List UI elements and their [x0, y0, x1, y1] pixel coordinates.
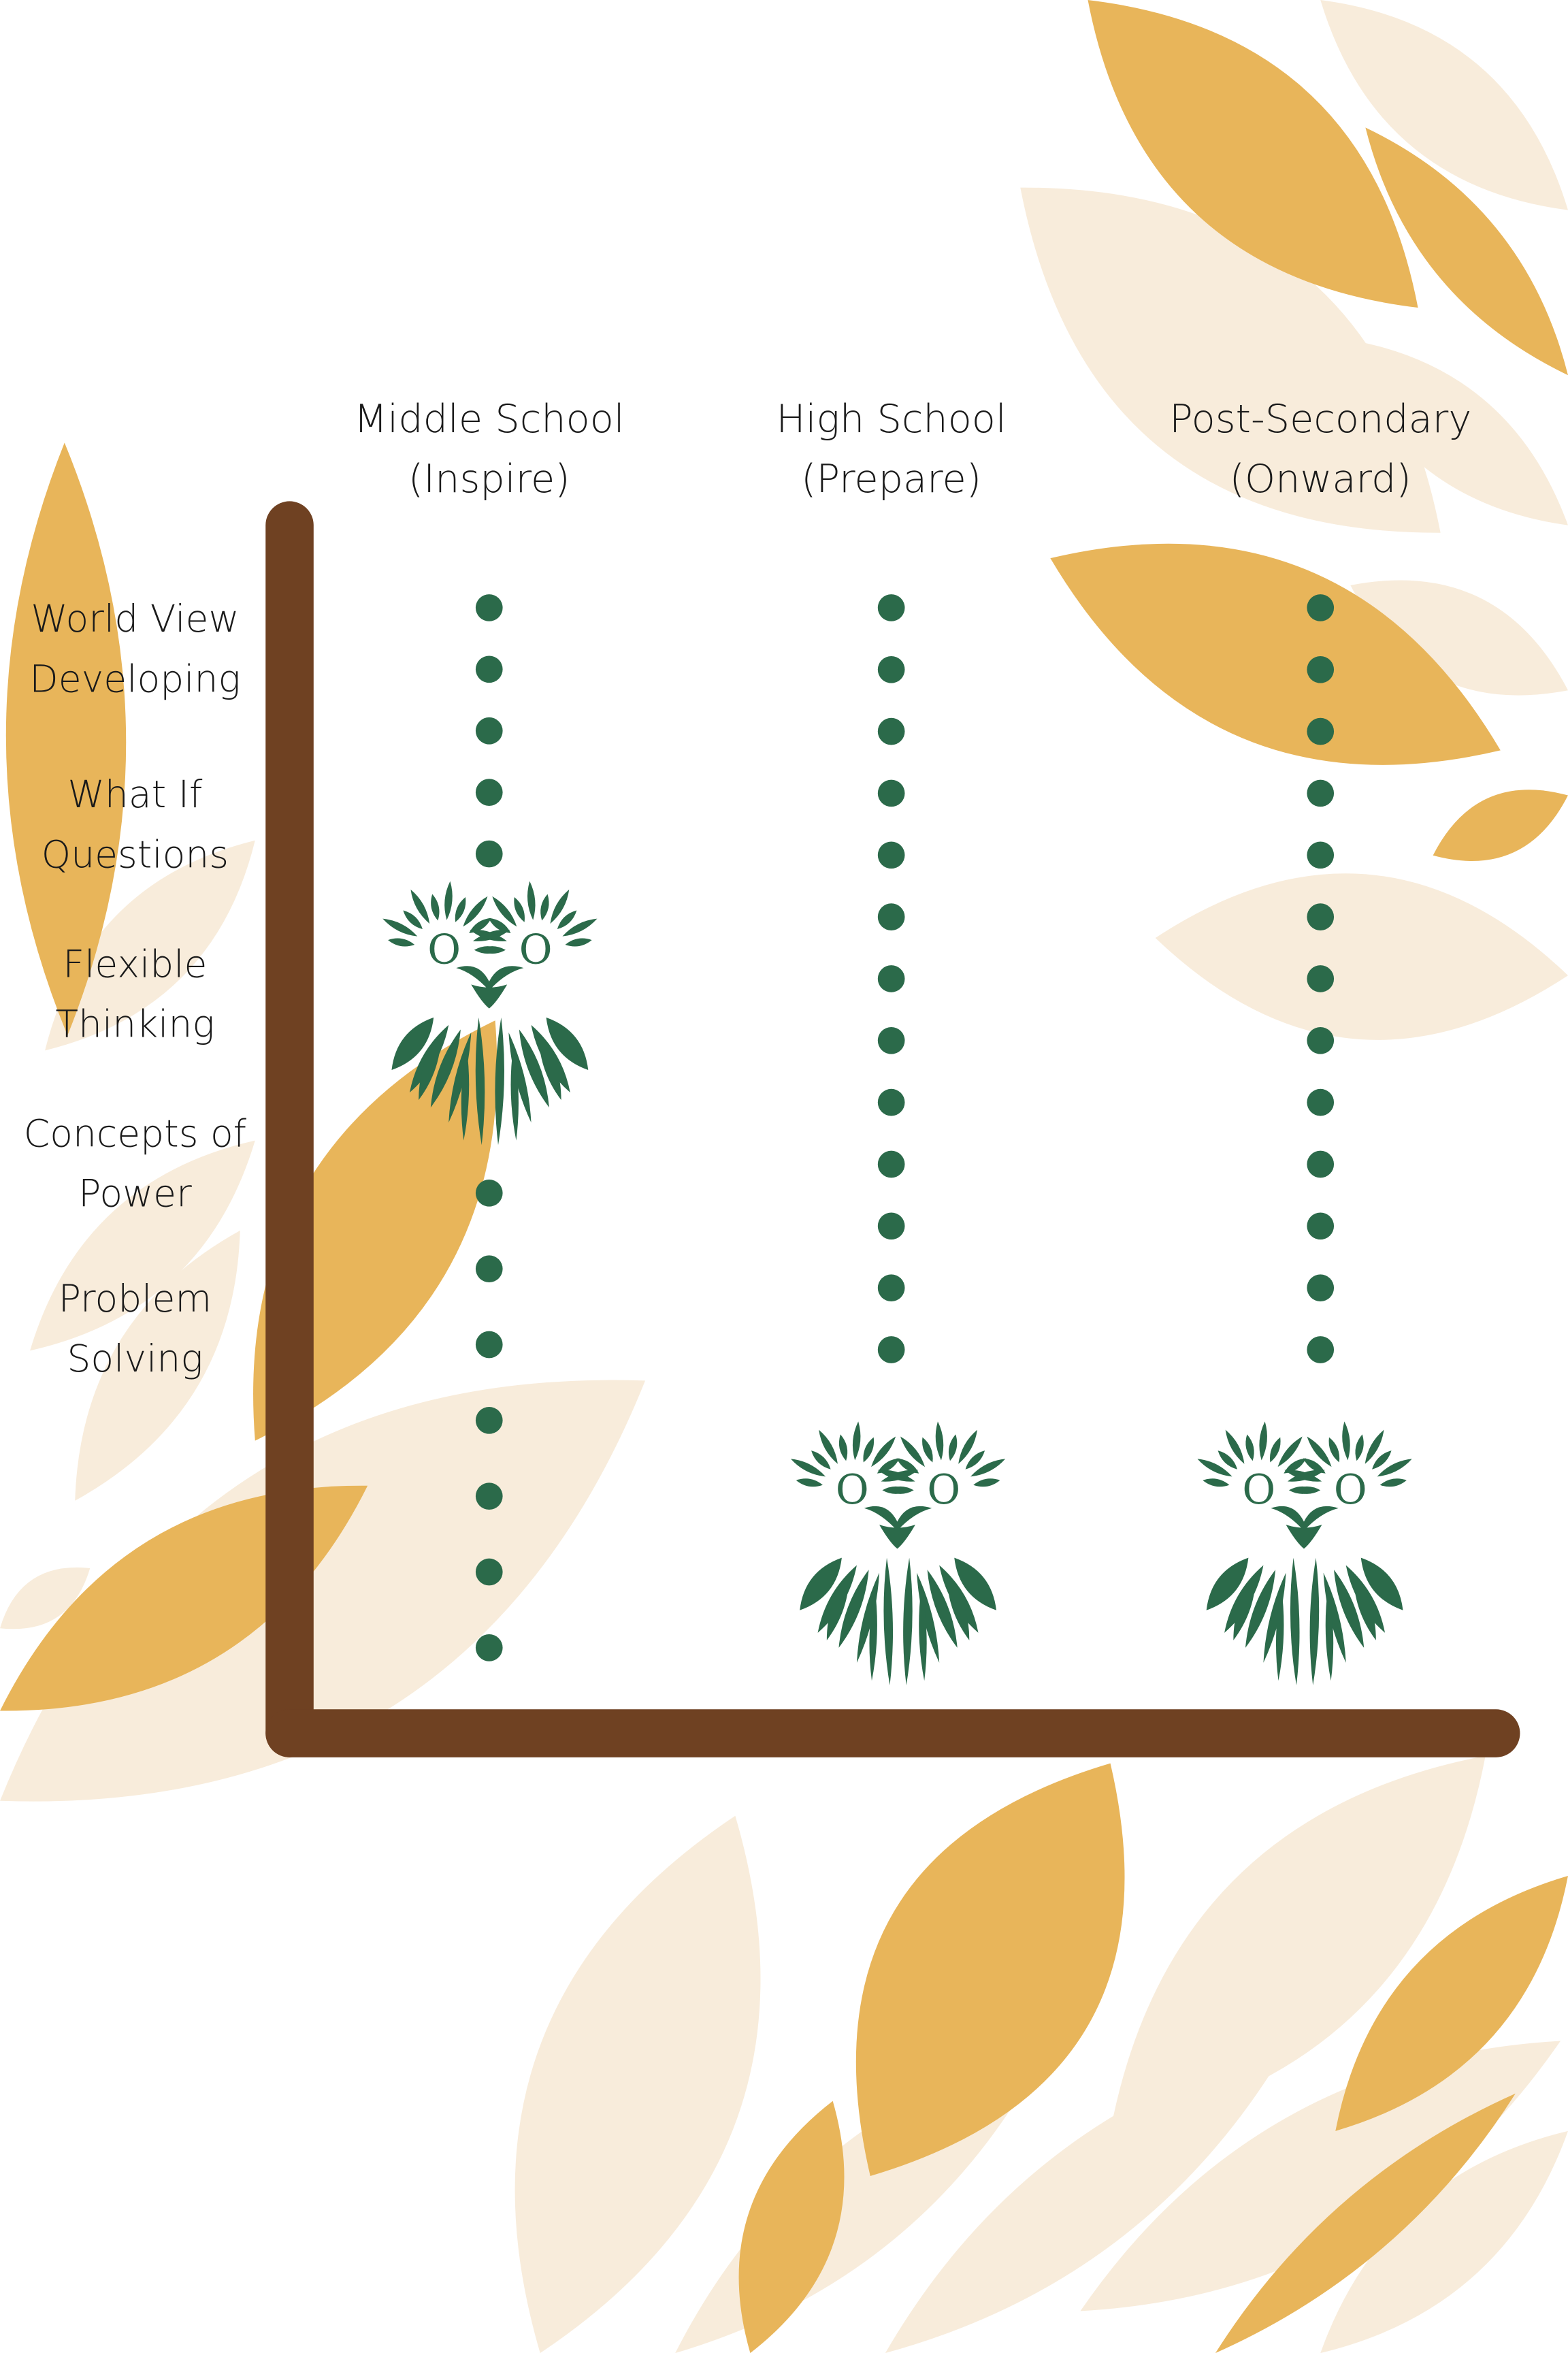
progress-dot — [877, 655, 905, 683]
column-header-high-school: High School (Prepare) — [711, 390, 1071, 510]
leaf-shape — [30, 1140, 255, 1351]
leaf-shape — [1335, 1876, 1568, 2131]
progress-dot — [1307, 1336, 1335, 1363]
owl-logo-icon — [791, 1421, 1005, 1685]
column-subtitle: (Inspire) — [408, 457, 570, 503]
progress-dot — [475, 594, 503, 621]
progress-dot — [475, 655, 503, 683]
progress-dots — [475, 594, 1335, 1661]
column-subtitle: (Onward) — [1229, 457, 1411, 503]
progress-dot — [475, 840, 503, 868]
leaf-shape — [855, 1763, 1125, 2176]
leaf-shape — [1320, 0, 1568, 210]
progress-dot — [1307, 779, 1335, 807]
progress-dot — [1307, 1150, 1335, 1178]
progress-dot — [877, 965, 905, 992]
leaf-shape — [1320, 2130, 1568, 2353]
progress-dot — [877, 841, 905, 869]
progress-dot — [877, 594, 905, 621]
progress-dot — [475, 1482, 503, 1510]
leaf-shape — [0, 1567, 91, 1629]
progress-dot — [475, 1255, 503, 1283]
leaf-shape — [514, 1815, 761, 2353]
progress-dot — [877, 903, 905, 930]
progress-dot — [475, 779, 503, 806]
progress-dot — [877, 1336, 905, 1363]
progress-dot — [877, 717, 905, 745]
column-title: Post-Secondary — [1169, 397, 1472, 443]
leaf-shape — [1155, 873, 1568, 1040]
progress-dot — [1307, 965, 1335, 992]
row-label-line: Problem — [58, 1277, 212, 1321]
progress-dot — [475, 1179, 503, 1207]
progress-dot — [475, 1407, 503, 1434]
row-label-concepts-of-power: Concepts of Power — [0, 1105, 270, 1224]
row-label-line: World View — [31, 597, 240, 641]
leaf-shape — [1433, 790, 1568, 861]
progress-dot — [475, 1331, 503, 1359]
leaf-shape — [75, 1230, 240, 1501]
leaf-shape — [1020, 187, 1441, 533]
row-label-line: What If — [67, 773, 203, 817]
owl-logo-icon — [1197, 1421, 1411, 1685]
progress-dot — [1307, 1274, 1335, 1302]
progress-dot — [1307, 717, 1335, 745]
column-header-post-secondary: Post-Secondary (Onward) — [1141, 390, 1501, 510]
progress-dot — [475, 717, 503, 745]
progress-dot — [475, 1634, 503, 1661]
leaf-shape — [1335, 338, 1568, 525]
leaf-shape — [1215, 2093, 1516, 2353]
leaf-shape — [1080, 2041, 1561, 2311]
row-label-line: Developing — [29, 657, 241, 701]
leaf-shape — [45, 840, 255, 1051]
row-label-line: Solving — [67, 1337, 203, 1381]
row-label-what-if: What If Questions — [0, 765, 270, 885]
progress-dot — [877, 1088, 905, 1116]
leaf-shape — [1110, 1755, 1486, 2131]
progress-dot — [877, 779, 905, 807]
progress-dot — [1307, 841, 1335, 869]
chart-axes — [265, 501, 1520, 1757]
row-label-line: Questions — [41, 832, 229, 877]
row-label-line: Concepts of — [23, 1111, 247, 1156]
leaf-shape — [738, 2100, 845, 2353]
leaf-shape — [253, 1020, 497, 1441]
progress-dot — [1307, 1212, 1335, 1240]
leaf-shape — [1365, 127, 1568, 376]
column-header-middle-school: Middle School (Inspire) — [309, 390, 669, 510]
progress-dot — [877, 1212, 905, 1240]
progress-dot — [1307, 594, 1335, 621]
row-label-line: Thinking — [55, 1002, 215, 1046]
column-title: Middle School — [353, 397, 625, 443]
column-title: High School — [776, 397, 1007, 443]
progress-dot — [1307, 655, 1335, 683]
leaf-shape — [885, 2041, 1291, 2353]
leaf-shape — [1050, 543, 1501, 765]
progress-dot — [1307, 1026, 1335, 1054]
progress-dot — [877, 1274, 905, 1302]
leaf-shape — [5, 442, 127, 1036]
progress-dot — [475, 1558, 503, 1586]
row-label-line: Flexible — [63, 942, 208, 986]
progress-dot — [1307, 1088, 1335, 1116]
progress-dot — [1307, 903, 1335, 930]
leaf-shape — [1350, 580, 1568, 696]
progress-dot — [877, 1150, 905, 1178]
column-subtitle: (Prepare) — [801, 457, 982, 503]
leaf-shape — [1088, 0, 1418, 308]
row-label-line: Power — [78, 1171, 192, 1216]
progress-dot — [877, 1026, 905, 1054]
